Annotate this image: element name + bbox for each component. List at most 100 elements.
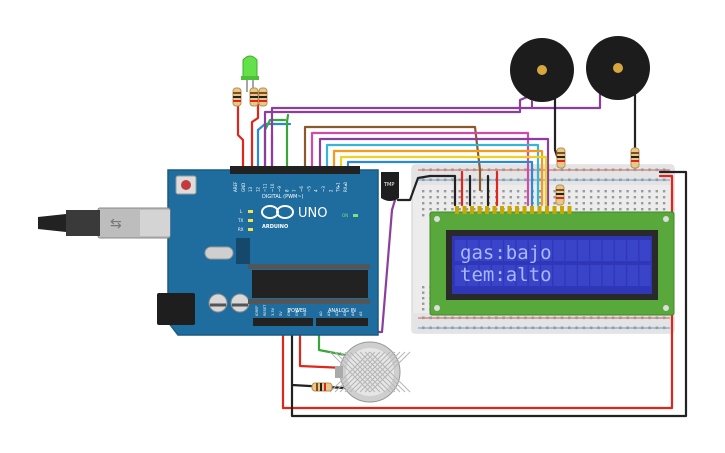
lcd-cell	[639, 265, 651, 286]
power-pin-label: Vin	[303, 310, 307, 316]
digital-pin-label: ~3	[321, 186, 326, 192]
lcd-cell	[590, 240, 602, 261]
lcd-cell	[614, 265, 626, 286]
analog-pin-label: A4	[351, 311, 355, 316]
resistor-buzzer-1[interactable]	[556, 147, 566, 169]
lcd-cell	[479, 265, 491, 286]
digital-pin-label: ~11	[263, 183, 268, 192]
lcd-cell	[614, 240, 626, 261]
digital-pin-label: TX▸1	[336, 182, 341, 193]
analog-pin-label: A0	[319, 311, 323, 316]
digital-pin-label: 8	[285, 189, 290, 192]
wire-purple-buzzer	[263, 93, 534, 170]
atmega-chip	[252, 270, 368, 298]
capacitor-2	[230, 293, 250, 313]
lcd-pin	[507, 206, 512, 214]
lcd-cell	[639, 240, 651, 261]
analog-pin-label: A3	[343, 311, 347, 316]
wire-tmp-black	[396, 174, 432, 202]
uno-logo-text: UNO	[298, 206, 327, 221]
led-module[interactable]	[241, 55, 259, 92]
lcd-cell	[565, 240, 577, 261]
wire-brown	[303, 125, 482, 192]
lcd-cell	[455, 265, 466, 286]
digital-pin-label: ~6	[299, 186, 304, 192]
lcd-pin	[522, 206, 527, 214]
lcd-pin	[515, 206, 519, 214]
buzzer-1[interactable]	[510, 38, 574, 108]
lcd-pin	[530, 206, 534, 214]
lcd-cell	[553, 265, 565, 286]
power-pin-label: RESET	[263, 304, 267, 316]
lcd-pin	[470, 206, 474, 214]
resistor-led-1[interactable]	[232, 87, 242, 107]
lcd-cell	[504, 240, 516, 261]
wire-pin12	[250, 103, 260, 170]
lcd-pin	[552, 206, 557, 214]
lcd-display[interactable]: gas:bajo tem:alto	[429, 206, 675, 316]
resistor-led-2[interactable]	[249, 87, 259, 107]
digital-pin-label: ~5	[306, 186, 311, 192]
power-jack	[157, 293, 195, 325]
lcd-cell	[602, 240, 614, 261]
analog-pin-label: A1	[327, 311, 331, 316]
digital-pin-label: 2	[328, 189, 333, 192]
analog-header[interactable]	[316, 318, 368, 326]
lcd-cell	[553, 240, 565, 261]
wire-bb-black-1	[428, 174, 457, 207]
wire-purple-buzzer2	[270, 90, 602, 170]
lcd-cell	[491, 265, 503, 286]
usb-icon: ⇆	[110, 216, 122, 232]
temperature-sensor[interactable]: TMP	[381, 172, 399, 201]
lcd-pin	[500, 206, 504, 214]
lcd-line-2: tem:alto	[460, 264, 552, 286]
wire-purple-lcd	[318, 137, 550, 207]
resistor-gas[interactable]	[311, 382, 333, 392]
wire-blue-led	[256, 122, 292, 170]
lcd-pin	[545, 206, 549, 214]
gnd-label: GND	[241, 183, 246, 192]
wire-cyan-lcd	[325, 143, 540, 207]
lcd-cell	[541, 265, 553, 286]
gas-sensor[interactable]	[329, 341, 411, 403]
crystal	[204, 246, 234, 260]
power-pin-label: 5V	[279, 311, 283, 316]
lcd-pins	[455, 206, 572, 214]
lcd-cell	[528, 240, 540, 261]
lcd-cell	[479, 240, 491, 261]
analog-pin-label: A5	[359, 311, 363, 316]
analog-pin-labels: A0 A1 A2 A3 A4 A5	[319, 311, 363, 316]
lcd-pin	[492, 206, 497, 214]
digital-header[interactable]	[230, 166, 360, 174]
wire-green-2	[285, 113, 290, 170]
aref-label: AREF	[233, 181, 238, 192]
digital-pin-label: ~9	[277, 186, 282, 192]
analog-pin-label: A2	[335, 311, 339, 316]
power-pin-label: GND	[287, 308, 291, 316]
buzzer-2[interactable]	[586, 36, 650, 100]
power-pin-label: 3.3V	[271, 307, 275, 316]
power-pin-label: IOREF	[255, 306, 259, 316]
wires[interactable]	[236, 90, 688, 418]
lcd-cell	[565, 265, 577, 286]
lcd-pin	[567, 206, 572, 214]
lcd-cell	[541, 240, 553, 261]
power-header[interactable]	[253, 318, 313, 326]
resistor-led-3[interactable]	[258, 87, 268, 107]
lcd-cell	[504, 265, 516, 286]
analog-label: ANALOG IN	[328, 308, 356, 314]
lcd-pin	[560, 206, 564, 214]
digital-pin-label: 13	[248, 186, 253, 192]
lcd-cell	[578, 240, 589, 261]
resistor-bb-1[interactable]	[555, 184, 565, 206]
lcd-cell	[455, 240, 466, 261]
resistor-buzzer-2[interactable]	[630, 147, 640, 169]
lcd-cells	[455, 240, 651, 286]
arduino-brand: ARDUINO	[262, 224, 288, 230]
power-pin-label: GND	[295, 308, 299, 316]
lcd-cell	[578, 265, 589, 286]
wire-yellow-lcd	[339, 155, 548, 207]
